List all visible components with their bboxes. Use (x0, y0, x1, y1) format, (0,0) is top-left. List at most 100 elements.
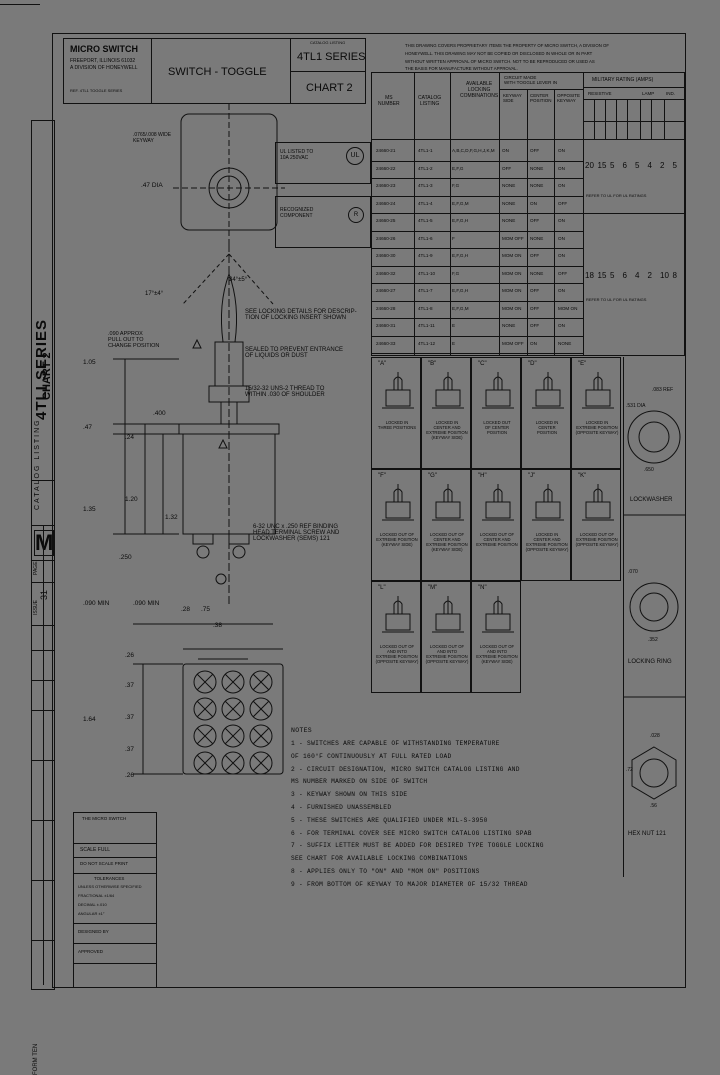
lockwasher-dim-1: .083 REF (652, 387, 674, 393)
table-cell: ON (558, 323, 565, 328)
locking-insert-icon (482, 484, 514, 521)
note-line: MS NUMBER MARKED ON SIDE OF SWITCH (291, 778, 428, 786)
lower-title-line3: DO NOT SCALE PRINT (80, 861, 129, 866)
locking-insert-icon (482, 596, 514, 633)
locking-detail: "G"LOCKED OUT OF CENTER AND EXTREME POSI… (421, 469, 471, 581)
note-line: 6 - FOR TERMINAL COVER SEE MICRO SWITCH … (291, 829, 532, 837)
locking-description: LOCKED OUT OF AND INTO EXTREME POSITION … (476, 644, 518, 664)
note-line: 7 - SUFFIX LETTER MUST BE ADDED FOR DESI… (291, 842, 544, 850)
note-line: 9 - FROM BOTTOM OF KEYWAY TO MAJOR DIAME… (291, 880, 528, 888)
table-cell: MOM ON (502, 253, 522, 258)
table-cell: 4TL1-2 (418, 165, 433, 171)
margin-form-label: FORM TEN (33, 1043, 39, 1075)
table-cell: ON (558, 253, 565, 258)
rating-value: 6 (622, 271, 627, 280)
table-cell: ON (558, 218, 565, 223)
locking-detail: "J"LOCKED IN CENTER AND EXTREME POSITION… (521, 469, 571, 581)
left-margin-strip: 4TLI SERIES CHART 2 CATALOG LISTING M PA… (31, 120, 55, 1075)
table-cell: OFF (530, 253, 540, 258)
header-keyway-side: KEYWAY SIDE (503, 93, 522, 103)
pull-out-callout: .090 APPROX PULL OUT TO CHANGE POSITION (108, 331, 160, 349)
locking-letter: "C" (478, 361, 487, 367)
proprietary-line-4: THE BASIS FOR MANUFACTURE WITHOUT APPROV… (405, 66, 518, 71)
header-opposite: OPPOSITE KEYWAY (557, 93, 581, 103)
locking-description: LOCKED OUT OF AND INTO EXTREME POSITION … (375, 644, 419, 664)
table-cell: MOM OFF (502, 340, 524, 346)
table-cell: NONE (530, 183, 544, 188)
rating-value: 4 (647, 161, 652, 170)
header-catalog-listing: CATALOG LISTING (418, 95, 442, 107)
locking-detail: "B"LOCKED IN CENTER AND EXTREME POSITION… (421, 357, 471, 469)
dim-090-min-a: .090 MIN (83, 600, 110, 607)
locking-detail: "C"LOCKED OUT OF CENTER POSITION (471, 357, 521, 469)
locking-letter: "H" (478, 473, 487, 479)
table-cell: 4TL1-1 (418, 148, 433, 153)
terminal-slot (224, 673, 242, 691)
terminal-screw (193, 670, 217, 694)
note-line: 4 - FURNISHED UNASSEMBLED (291, 804, 392, 811)
note-line: OF 160°F CONTINUOUSLY AT FULL RATED LOAD (291, 752, 452, 760)
table-cell: F,G (452, 270, 460, 276)
lower-title-line9: DESIGNED BY (78, 929, 109, 934)
hex-nut-dim-3: .72 (626, 767, 633, 773)
table-cell: 24660-31 (376, 323, 396, 328)
locking-letter: "F" (378, 473, 386, 479)
catalog-listing-label: CATALOG LISTING (310, 40, 346, 45)
margin-catalog-listing: CATALOG LISTING (34, 418, 41, 510)
ul-listing-box: UL LISTED TO 10A 250VAC UL (275, 142, 371, 184)
proprietary-line-1: THIS DRAWING COVERS PROPRIETARY ITEMS TH… (405, 43, 609, 48)
rating-value: 2 (660, 161, 665, 170)
dim-37-c: .37 (125, 746, 135, 753)
rating-value: 18 (585, 271, 594, 280)
rating-value: 6 (622, 161, 627, 170)
locking-detail: "M"LOCKED OUT OF AND INTO EXTREME POSITI… (421, 581, 471, 693)
header-inductive: IND. (666, 91, 675, 96)
table-cell: NONE (558, 340, 572, 346)
table-cell: OFF (558, 270, 568, 276)
table-cell: F,G (452, 183, 460, 188)
locking-ring-label: LOCKING RING (628, 659, 672, 665)
terminal-slot (196, 700, 214, 718)
rating-value: 10 (660, 271, 669, 280)
terminal-slot (196, 727, 214, 745)
table-cell: NONE (502, 218, 516, 223)
table-cell: MOM ON (502, 270, 522, 276)
table-cell: 24660-24 (376, 200, 396, 206)
table-cell: MOM ON (558, 305, 578, 311)
rating-value: 5 (610, 271, 615, 280)
terminal-screw (193, 751, 217, 775)
locking-letter: "J" (528, 473, 536, 479)
lower-title-line4: TOLERANCES (94, 876, 125, 881)
dim-400: .400 (153, 410, 166, 417)
rating-value: 5 (635, 161, 640, 170)
table-cell: 4TL1-5 (418, 218, 433, 223)
keyway-callout: .0765/.008 WIDE KEYWAY (133, 132, 172, 144)
table-cell: 4TL1-8 (418, 305, 433, 311)
ur-logo-icon: R (348, 207, 364, 223)
hex-nut-dim-1: .028 (650, 733, 660, 739)
table-cell: A,B,C,D,F,G,H,J,K,M (452, 148, 495, 153)
dim-1-32: 1.32 (165, 514, 178, 521)
rating-value: 15 (597, 271, 607, 280)
lower-title-line5: UNLESS OTHERWISE SPECIFIED (78, 884, 142, 889)
table-cell: MOM ON (502, 305, 522, 311)
note-line: 5 - THESE SWITCHES ARE QUALIFIED UNDER M… (291, 816, 488, 824)
table-cell: MOM OFF (502, 235, 524, 241)
dim-1-05: 1.05 (83, 359, 96, 366)
locking-insert-icon (382, 484, 414, 521)
dim-250: .250 (119, 554, 132, 561)
terminal-screw (193, 724, 217, 748)
locking-detail: "K"LOCKED OUT OF EXTREME POSITION (OPPOS… (571, 469, 621, 581)
table-cell: ON (530, 340, 537, 346)
note-line: 8 - APPLIES ONLY TO "ON" AND "MOM ON" PO… (291, 868, 480, 875)
locking-description: LOCKED OUT OF EXTREME POSITION (KEYWAY S… (376, 532, 418, 547)
table-cell: NONE (502, 200, 516, 206)
dim-75: .75 (201, 606, 211, 613)
dim-37-b: .37 (125, 714, 135, 721)
